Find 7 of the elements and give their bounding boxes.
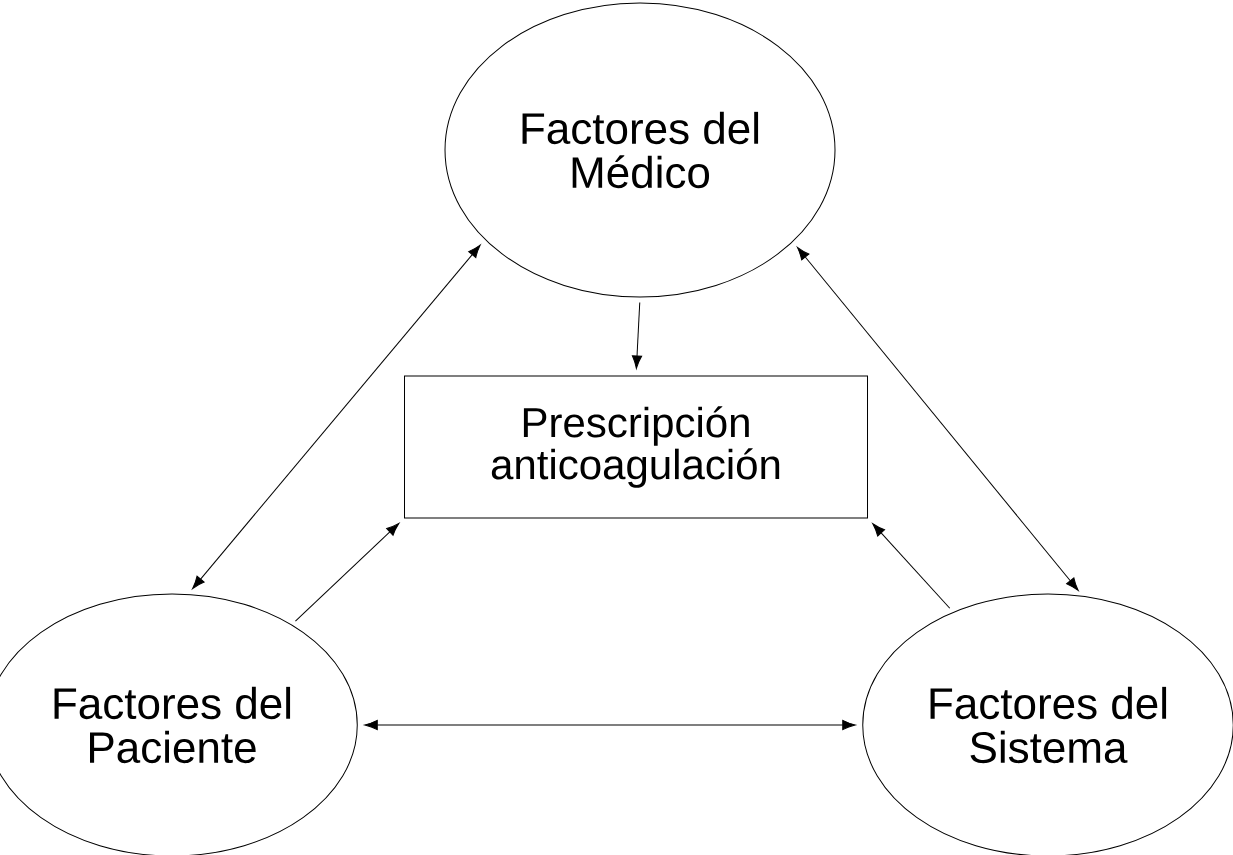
arrow (872, 523, 951, 609)
arrow (631, 302, 643, 369)
arrow (294, 522, 400, 622)
arrow (796, 246, 1079, 591)
arrow (364, 719, 856, 731)
arrow (192, 244, 481, 590)
process-box: Prescripción anticoagulación (404, 375, 868, 519)
